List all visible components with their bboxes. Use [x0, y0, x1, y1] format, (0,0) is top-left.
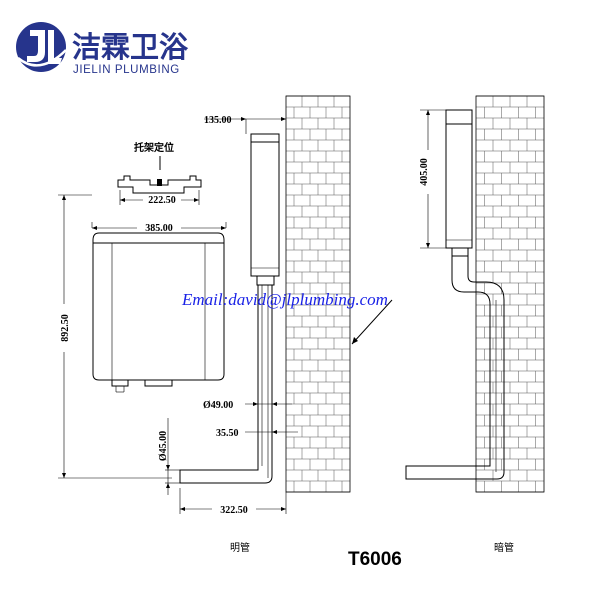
bracket-label: 托架定位	[134, 141, 174, 154]
brand-name-cn: 洁霖卫浴	[72, 30, 189, 64]
brand-logo: 洁霖卫浴 JIELIN PLUMBING	[16, 22, 189, 76]
concealed-side-view: 405.00	[405, 109, 505, 480]
dim-pipe-offset: 35.50	[216, 428, 239, 439]
contact-email[interactable]: Email:david@jlplumbing.com	[181, 290, 388, 309]
tank-front-view: 385.00 892.50	[56, 194, 227, 479]
dim-bend-diameter: Ø45.00	[158, 431, 169, 461]
dim-total-height: 892.50	[60, 314, 71, 342]
dim-bracket-width: 222.50	[148, 195, 176, 206]
dim-top-offset: 135.00	[204, 115, 232, 126]
bracket-detail: 托架定位 222.50	[117, 141, 202, 206]
dim-horizontal-reach: 322.50	[220, 505, 248, 516]
model-number: T6006	[348, 549, 402, 570]
leader-arrow	[351, 299, 393, 345]
wall-outline-right	[475, 95, 545, 493]
logo-emblem-icon	[16, 22, 67, 72]
wall-outline-left	[285, 95, 351, 493]
exposed-side-view: 135.00 Ø49.00 35.50 Ø45.00 322.50	[158, 115, 298, 516]
brand-name-en: JIELIN PLUMBING	[73, 64, 180, 76]
dim-concealed-height: 405.00	[419, 158, 430, 186]
dim-pipe-diameter: Ø49.00	[203, 400, 233, 411]
caption-exposed: 明管	[230, 541, 250, 554]
dim-tank-width: 385.00	[145, 223, 173, 234]
caption-concealed: 暗管	[494, 541, 514, 554]
